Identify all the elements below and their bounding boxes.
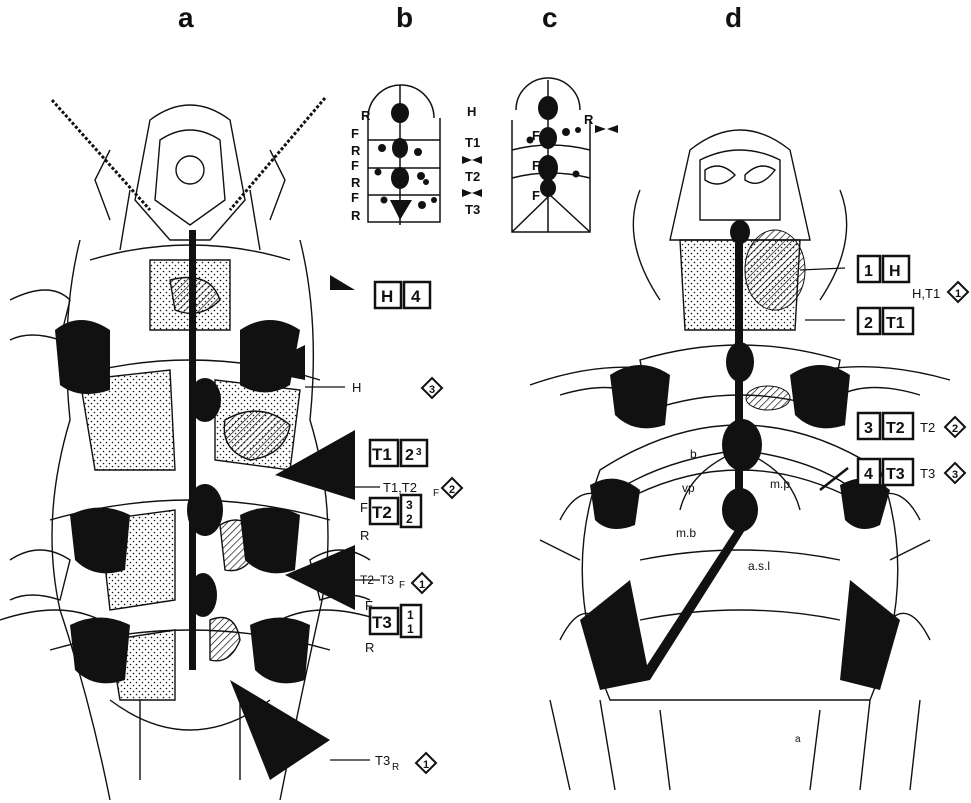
label-a-h-side: H (352, 380, 361, 395)
label-d-t3-side: T3 (920, 466, 935, 481)
label-a-1-frac-bot: 1 (407, 622, 414, 636)
label-d-4: 4 (864, 466, 873, 483)
label-b-t3: T3 (465, 202, 480, 217)
label-d-mb: m.b (676, 526, 696, 540)
panel-b-labels: R F R F R F R H T1 T2 T3 (351, 104, 480, 223)
label-a-3-frac: 3 (406, 498, 413, 512)
label-a-4-box: 4 (411, 287, 421, 306)
label-a-t1-box: T1 (372, 445, 392, 464)
panel-d-black-masses (580, 220, 900, 690)
label-a-f3: F (365, 598, 373, 613)
label-a-t3-side: T3 (380, 573, 394, 587)
label-a-2-box: 2 (405, 447, 414, 464)
label-b-r4: R (351, 208, 361, 223)
label-a-t2-box: T2 (372, 503, 392, 522)
label-c-r: R (584, 112, 594, 127)
diamond-a-3: 3 (429, 384, 435, 396)
label-a-h-box: H (381, 287, 393, 306)
label-d-h: H (889, 263, 901, 280)
label-a-f-sub1: F (433, 488, 439, 499)
label-b-h: H (467, 104, 476, 119)
label-d-b: b (690, 447, 697, 461)
diamond-d-1: 1 (955, 288, 961, 300)
label-d-1: 1 (864, 263, 873, 280)
label-a-r3: R (365, 640, 374, 655)
label-a-t3r: T3 (375, 753, 390, 768)
label-d-mp: m.p (770, 477, 790, 491)
label-b-r3: R (351, 175, 361, 190)
label-d-a: a (795, 734, 801, 745)
label-b-t2: T2 (465, 169, 480, 184)
label-a-t3-box: T3 (372, 613, 392, 632)
diamond-d-3: 3 (952, 469, 958, 481)
label-d-t2: T2 (886, 420, 905, 437)
label-a-t1t2: T1,T2 (383, 480, 417, 495)
diamond-a-2: 2 (449, 484, 455, 496)
label-d-t3: T3 (886, 466, 905, 483)
label-a-r2: R (360, 528, 369, 543)
diamond-d-2: 2 (952, 423, 958, 435)
label-d-2: 2 (864, 315, 873, 332)
label-d-t2-side: T2 (920, 420, 935, 435)
label-d-ht1: H,T1 (912, 286, 940, 301)
label-c-f1: F (532, 128, 540, 143)
label-c-f3: F (532, 188, 540, 203)
label-b-r2: R (351, 143, 361, 158)
label-b-f2: F (351, 158, 359, 173)
label-d-vp: vp (682, 481, 695, 495)
label-a-3-sup: 3 (416, 447, 422, 458)
label-d-3: 3 (864, 420, 873, 437)
label-a-f-sub2: F (399, 580, 405, 591)
label-b-f1: F (351, 126, 359, 141)
label-a-t2-side: T2 (360, 573, 374, 587)
label-b-r1: R (361, 108, 371, 123)
diamond-a-1b: 1 (423, 759, 429, 771)
label-b-t1: T1 (465, 135, 480, 150)
label-d-t1: T1 (886, 315, 905, 332)
label-a-2-frac: 2 (406, 512, 413, 526)
label-a-r-sub: R (392, 762, 399, 773)
label-b-f3: F (351, 190, 359, 205)
label-c-f2: F (532, 158, 540, 173)
label-a-1-frac-top: 1 (407, 608, 414, 622)
label-d-asl: a.s.l (748, 559, 770, 573)
label-a-f2: F (360, 500, 368, 515)
diamond-a-1: 1 (419, 579, 425, 591)
